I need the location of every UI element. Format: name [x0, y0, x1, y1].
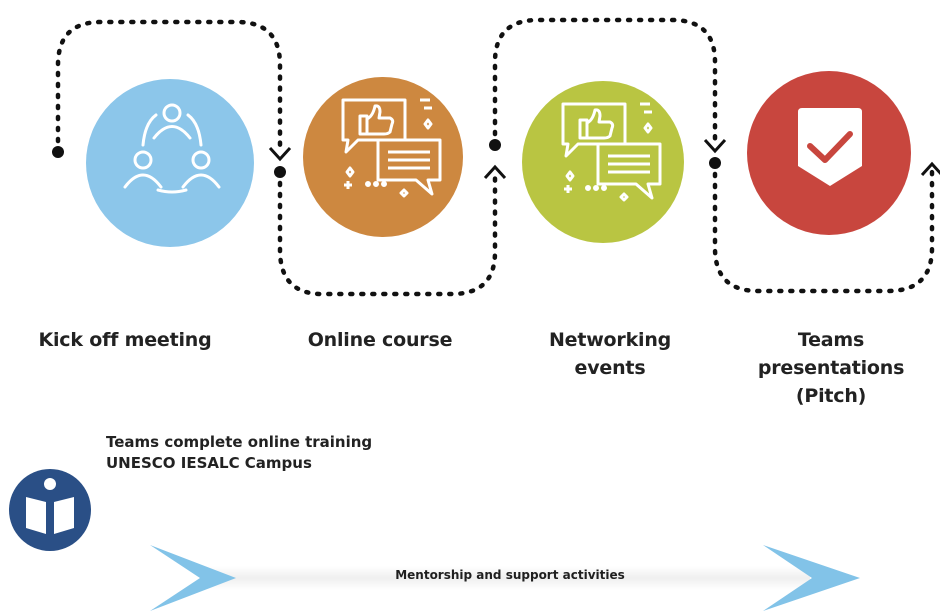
mentorship-arrow-banner [150, 545, 860, 611]
dotted-flow-path [55, 17, 935, 297]
thumbs-up-chat-icon [341, 98, 442, 198]
arrow-up-marker [483, 164, 507, 180]
people-network-icon [123, 103, 221, 194]
thumbs-up-chat-icon [561, 102, 662, 202]
banner-label: Mentorship and support activities [395, 568, 625, 582]
step-label-online-course: Online course [280, 326, 480, 354]
path-dot [274, 166, 286, 178]
step-label-line: events [574, 357, 646, 379]
banner-arrow-left [150, 545, 236, 611]
step-label-networking: Networking events [520, 326, 700, 382]
path-dot [489, 139, 501, 151]
step-label-presentations: Teams presentations (Pitch) [725, 326, 937, 410]
step-label-line: Kick off meeting [38, 329, 212, 351]
open-book-icon [9, 469, 91, 551]
shield-check-icon [798, 108, 862, 186]
arrow-up-marker [920, 161, 940, 177]
start-dot [52, 146, 64, 158]
path-dot [709, 157, 721, 169]
arrow-down-marker [703, 138, 727, 154]
banner-band [200, 566, 810, 590]
note-line: Teams complete online training [106, 433, 373, 451]
step-circle-kickoff [86, 79, 254, 247]
step-label-line: Online course [307, 329, 453, 351]
banner-arrow-right [763, 545, 860, 611]
step-circle-presentations [747, 71, 911, 235]
step-label-kickoff: Kick off meeting [20, 326, 230, 354]
step-label-line: Networking [548, 329, 672, 351]
arrow-down-marker [268, 146, 292, 162]
online-training-note: Teams complete online training UNESCO IE… [106, 432, 372, 474]
step-circle-online-course [303, 77, 463, 237]
step-label-line: (Pitch) [795, 385, 867, 407]
step-circle-networking [522, 81, 684, 243]
flow-markers [52, 138, 940, 180]
step-label-line: Teams presentations [757, 329, 905, 379]
note-line: UNESCO IESALC Campus [106, 454, 312, 472]
